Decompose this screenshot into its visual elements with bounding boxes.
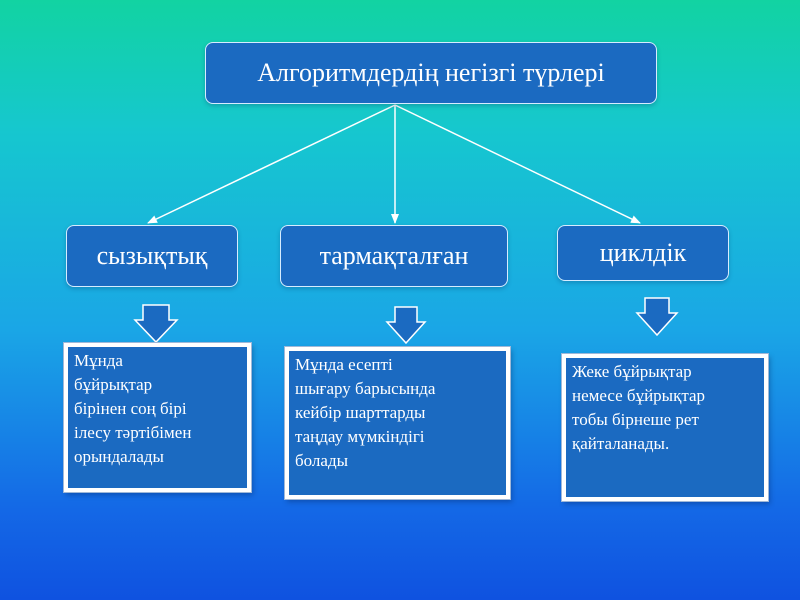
down-arrow-icon xyxy=(133,304,179,344)
category-branching: тармақталған xyxy=(280,225,508,287)
description-line: бұйрықтар xyxy=(74,375,153,394)
description-line: кейбір шарттарды xyxy=(295,403,426,422)
description-line: Мұнда есепті xyxy=(295,355,393,374)
description-branching: Мұнда есепті шығару барысында кейбір шар… xyxy=(284,346,511,500)
description-line: немесе бұйрықтар xyxy=(572,386,706,405)
description-line: тобы бірнеше рет xyxy=(572,410,699,429)
description-line: бірінен соң бірі xyxy=(74,399,187,418)
description-linear: Мұнда бұйрықтар бірінен соң бірі ілесу т… xyxy=(63,342,252,493)
description-line: Мұнда xyxy=(74,351,123,370)
description-line: ілесу тәртібімен xyxy=(74,423,192,442)
connector-line-left xyxy=(147,104,396,224)
description-line: шығару барысында xyxy=(295,379,436,398)
category-linear: сызықтық xyxy=(66,225,238,287)
connector-line-right xyxy=(394,104,641,224)
description-line: орындалады xyxy=(74,447,164,466)
category-cyclic: циклдік xyxy=(557,225,729,281)
down-arrow-icon xyxy=(635,297,679,337)
description-line: болады xyxy=(295,451,349,470)
description-line: Жеке бұйрықтар xyxy=(572,362,692,381)
description-cyclic: Жеке бұйрықтар немесе бұйрықтар тобы бір… xyxy=(561,353,769,502)
down-arrow-icon xyxy=(385,306,427,345)
description-line: қайталанады. xyxy=(572,434,670,453)
diagram-title: Алгоритмдердің негізгі түрлері xyxy=(205,42,657,104)
description-line: таңдау мүмкіндігі xyxy=(295,427,425,446)
